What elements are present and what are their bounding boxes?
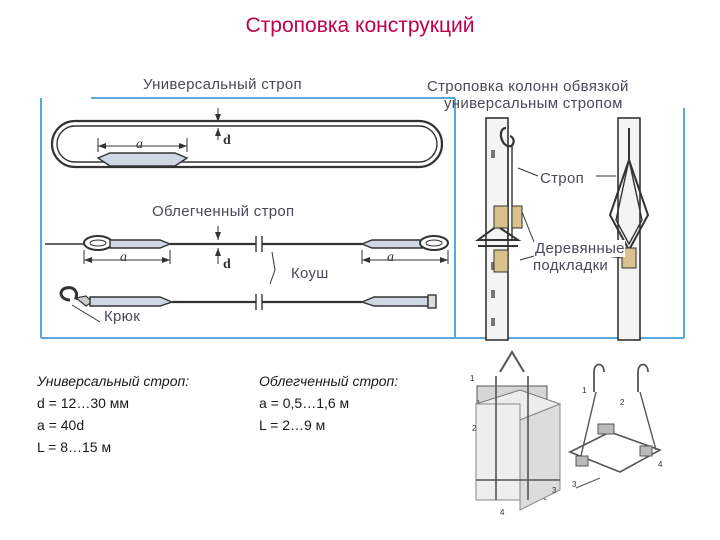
illus-right-label-1: 1 xyxy=(582,386,587,395)
specs-universal-heading: Универсальный строп: xyxy=(37,373,190,389)
specs-universal-line3: L = 8…15 м xyxy=(37,439,112,455)
slinging-illustration-left xyxy=(474,350,562,511)
light-sling-drawing xyxy=(45,226,449,285)
frame-lines xyxy=(40,97,685,339)
illus-left-label-4: 4 xyxy=(500,508,505,517)
light-sling-heading: Облегченный строп xyxy=(152,203,295,220)
sling-label: Строп xyxy=(540,170,585,187)
specs-light: Облегченный строп: a = 0,5…1,6 м L = 2…9… xyxy=(259,370,398,436)
specs-universal-line1: d = 12…30 мм xyxy=(37,395,130,411)
illus-right-label-3: 3 xyxy=(572,480,577,489)
specs-light-line1: a = 0,5…1,6 м xyxy=(259,395,350,411)
column-slinging-heading-line1: Строповка колонн обвязкой xyxy=(427,78,629,95)
wooden-pads-label-line2: подкладки xyxy=(533,257,609,274)
specs-universal-line2: a = 40d xyxy=(37,417,85,433)
illus-left-label-2: 2 xyxy=(472,424,477,433)
hook-sling-drawing xyxy=(59,286,437,323)
universal-sling-dim-a: a xyxy=(136,137,143,152)
illus-left-label-3: 3 xyxy=(552,486,557,495)
thimble-label: Коуш xyxy=(291,265,329,282)
universal-sling-drawing xyxy=(50,108,444,169)
hook-label: Крюк xyxy=(104,308,141,325)
column-slinging-drawing xyxy=(474,117,650,341)
illus-left-label-1: 1 xyxy=(470,374,475,383)
universal-sling-heading: Универсальный строп xyxy=(143,76,302,93)
page-title: Строповка конструкций xyxy=(245,14,475,37)
universal-sling-dim-d: d xyxy=(223,133,231,148)
specs-light-line2: L = 2…9 м xyxy=(259,417,326,433)
illus-right-label-2: 2 xyxy=(620,398,625,407)
specs-light-heading: Облегченный строп: xyxy=(259,373,399,389)
light-sling-dim-a-left: a xyxy=(120,250,127,265)
specs-universal: Универсальный строп: d = 12…30 мм a = 40… xyxy=(37,370,189,458)
illus-right-label-4: 4 xyxy=(658,460,663,469)
wooden-pads-label-line1: Деревянные xyxy=(535,240,625,257)
light-sling-dim-d: d xyxy=(223,257,231,272)
light-sling-dim-a-right: a xyxy=(387,250,394,265)
slinging-illustration-right xyxy=(568,363,662,489)
column-slinging-heading-line2: универсальным стропом xyxy=(444,95,623,112)
